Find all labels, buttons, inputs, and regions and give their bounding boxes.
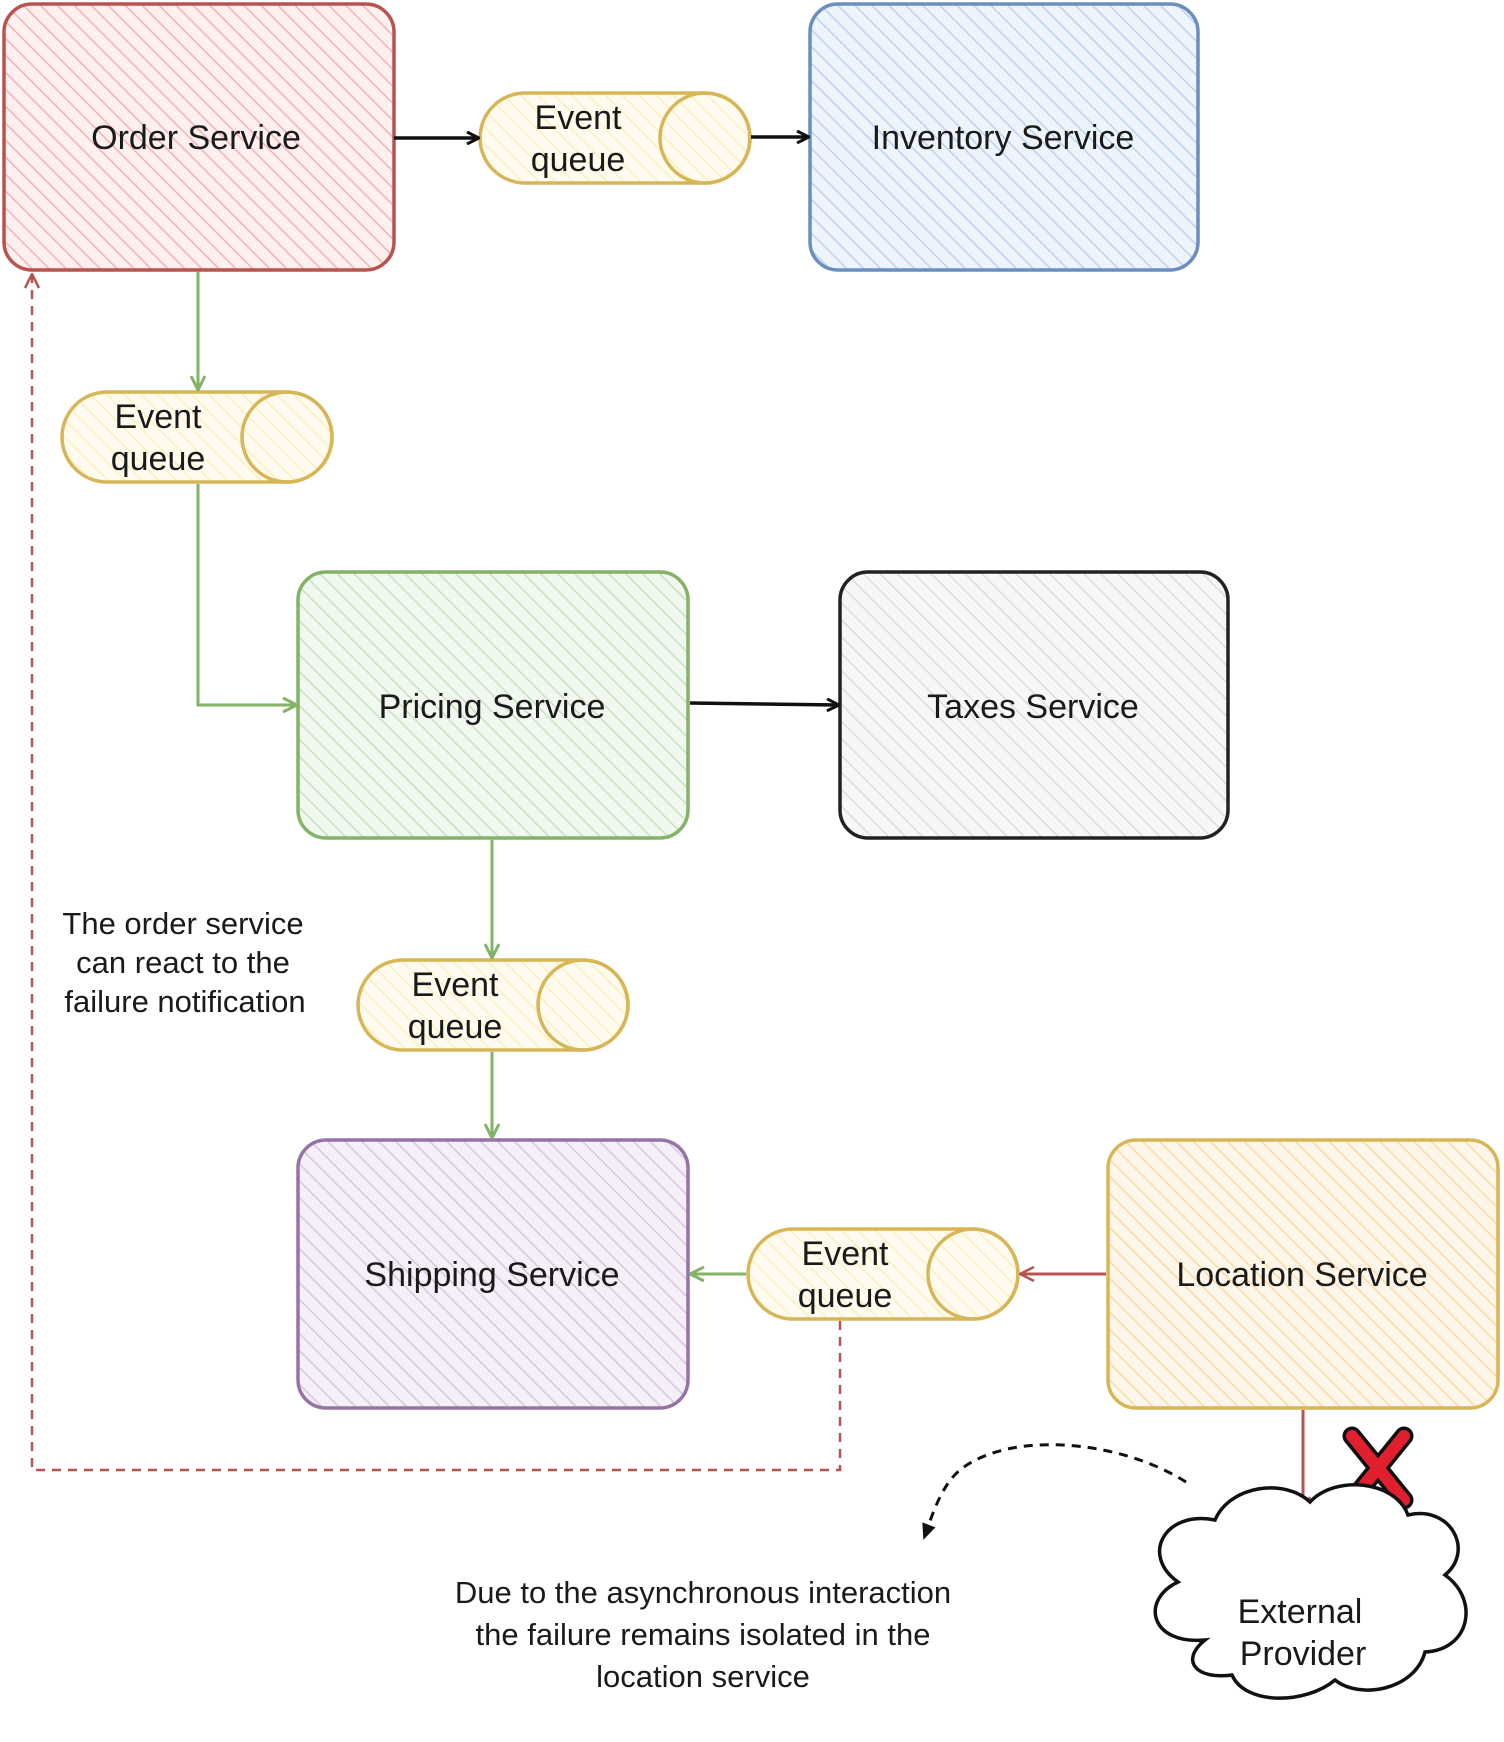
order-service-box: Order Service: [2, 2, 396, 272]
curved-note-arrow: [922, 1443, 1187, 1540]
pricing-service-label: Pricing Service: [379, 688, 606, 726]
isolation-note: Due to the asynchronous interaction the …: [455, 1575, 951, 1694]
order-reaction-note-line2: can react to the: [76, 945, 290, 980]
order-reaction-note: The order service can react to the failu…: [62, 906, 305, 1019]
event-queue-middle-line1: Event: [412, 966, 499, 1004]
event-queue-top-line2: queue: [531, 141, 626, 179]
inventory-service-label: Inventory Service: [872, 119, 1135, 157]
event-queue-middle-line2: queue: [408, 1008, 503, 1046]
order-service-label: Order Service: [91, 119, 301, 157]
shipping-service-box: Shipping Service: [296, 1138, 690, 1410]
event-queue-bottom: Event queue: [746, 1227, 1020, 1321]
arrow-pricing-to-taxes: [689, 703, 838, 705]
external-provider-cloud: External Provider: [1153, 1483, 1468, 1700]
location-service-label: Location Service: [1176, 1256, 1427, 1294]
arrow-left-queue-to-pricing: [196, 484, 296, 705]
order-reaction-note-line3: failure notification: [64, 984, 305, 1019]
isolation-note-line2: the failure remains isolated in the: [476, 1617, 931, 1652]
pricing-service-box: Pricing Service: [296, 570, 690, 840]
isolation-note-line3: location service: [596, 1659, 810, 1694]
external-provider-line1: External: [1238, 1593, 1363, 1631]
shipping-service-label: Shipping Service: [364, 1256, 619, 1294]
failure-notification-path: [32, 275, 842, 1472]
event-queue-top-line1: Event: [535, 99, 622, 137]
taxes-service-label: Taxes Service: [927, 688, 1139, 726]
event-queue-top: Event queue: [478, 91, 752, 185]
event-queue-left-line1: Event: [115, 398, 202, 436]
event-queue-middle: Event queue: [356, 958, 630, 1052]
event-queue-bottom-line2: queue: [798, 1277, 893, 1315]
external-provider-line2: Provider: [1240, 1635, 1367, 1673]
taxes-service-box: Taxes Service: [838, 570, 1230, 840]
inventory-service-box: Inventory Service: [808, 2, 1200, 272]
event-queue-left: Event queue: [60, 390, 334, 484]
event-queue-left-line2: queue: [111, 440, 206, 478]
order-reaction-note-line1: The order service: [62, 906, 303, 941]
isolation-note-line1: Due to the asynchronous interaction: [455, 1575, 951, 1610]
event-queue-bottom-line1: Event: [802, 1235, 889, 1273]
location-service-box: Location Service: [1106, 1138, 1500, 1410]
